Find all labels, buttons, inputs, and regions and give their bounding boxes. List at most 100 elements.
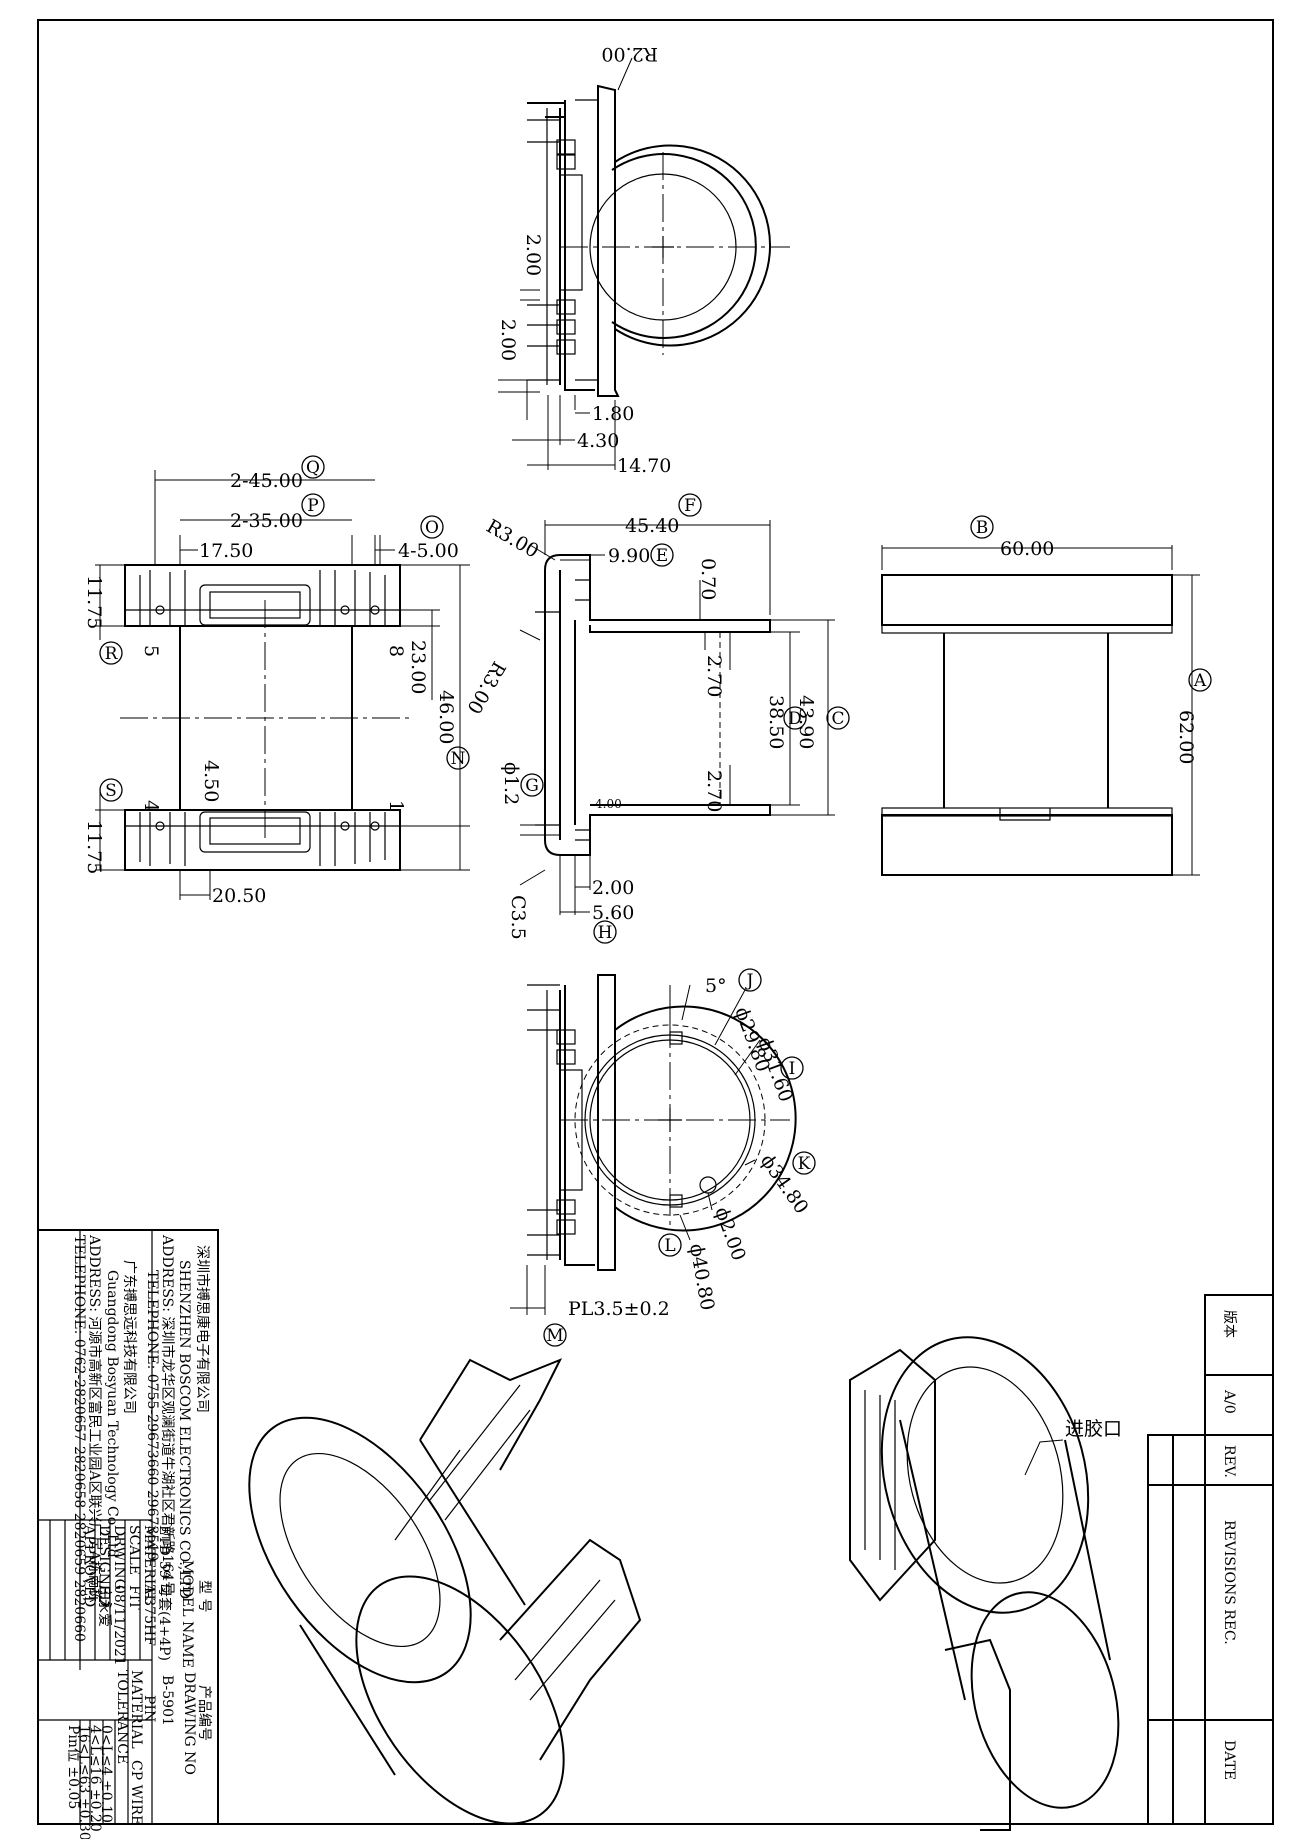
callout-b: B xyxy=(970,515,994,539)
drawing-no-cn: 产品编号 xyxy=(196,1685,212,1741)
isometric-view-left xyxy=(248,1358,642,1825)
drawing-no-en: DRAWING NO xyxy=(181,1672,197,1775)
callout-markers: Q P O R N S F E D C G H B A J I K L M xyxy=(99,455,1212,1347)
dim-r2: R2.00 xyxy=(601,43,658,65)
cross-section-view: 45.40 R3.00 9.90 0.70 R3.00 2.70 2.70 38… xyxy=(462,515,835,940)
dim-2-00-a: 2.00 xyxy=(522,234,544,276)
bottom-end-view: 5° ϕ29.80 ϕ31.60 ϕ34.80 ϕ2.00 ϕ40.80 PL3… xyxy=(510,974,813,1320)
company2-cn: 广东搏思远科技有限公司 xyxy=(121,1260,138,1414)
front-view: 60.00 62.00 xyxy=(881,538,1200,876)
callout-m: M xyxy=(543,1323,567,1347)
designed-label: DESIGNED xyxy=(96,1525,112,1606)
dim-45-40: 45.40 xyxy=(625,515,679,537)
dim-9-90: 9.90 xyxy=(608,545,650,567)
svg-text:A: A xyxy=(1193,671,1207,691)
dim-2-70-b: 2.70 xyxy=(703,770,725,812)
dim-5-deg: 5° xyxy=(705,975,727,997)
top-end-view: R2.00 2.00 2.00 1.80 4.30 14.70 xyxy=(497,43,790,477)
dim-2-70-a: 2.70 xyxy=(703,655,725,697)
svg-text:C: C xyxy=(831,709,844,729)
dim-46-00: 46.00 xyxy=(435,690,457,744)
dim-17-50: 17.50 xyxy=(199,540,253,562)
pin-label-5: 5 xyxy=(140,645,162,657)
company2-en: Guangdong Bosyuan Technology Co.,Ltd xyxy=(104,1270,120,1558)
drwing-value: 08/11/2021 xyxy=(111,1585,127,1666)
svg-text:O: O xyxy=(425,518,439,538)
drawing-no-value: B-5901 xyxy=(159,1675,175,1726)
dim-60-00: 60.00 xyxy=(1000,538,1054,560)
svg-text:D: D xyxy=(788,709,802,729)
dim-14-70: 14.70 xyxy=(617,455,671,477)
revisions-block: 版本 A/0 REV. REVISIONS REC. DATE xyxy=(1147,1294,1274,1825)
dim-2-00-c: 2.00 xyxy=(592,877,634,899)
callout-g: G xyxy=(520,773,544,797)
callout-k: K xyxy=(792,1151,816,1175)
gate-label: 进胶口 xyxy=(1065,1418,1122,1440)
svg-text:K: K xyxy=(798,1154,811,1174)
scale-value: FIT xyxy=(126,1585,142,1610)
callout-o: O xyxy=(420,515,444,539)
company-en: SHENZHEN BOSCOM ELECTRONICS CO.,LTD xyxy=(176,1260,192,1599)
tolerance-row-3: 16<L≤63 ±0.30 xyxy=(76,1725,92,1839)
address-1: ADDRESS: 深圳市龙华区观澜街道牛湖社区君新路164号 xyxy=(159,1234,176,1595)
pin-material-label: MATERIAL xyxy=(128,1670,144,1749)
tolerance-label: TOLERANCE xyxy=(114,1670,130,1764)
dim-23-00: 23.00 xyxy=(407,640,429,694)
callout-p: P xyxy=(301,493,325,517)
revisions-rec-label: REVISIONS REC. xyxy=(1221,1520,1237,1645)
dim-c3-5: C3.5 xyxy=(507,895,529,940)
pin-label-4: 4 xyxy=(140,800,162,812)
callout-q: Q xyxy=(301,455,325,479)
svg-text:F: F xyxy=(684,496,696,516)
dim-4-5: 4-5.00 xyxy=(398,540,459,562)
callout-c: C xyxy=(826,706,850,730)
scale-label: SCALE xyxy=(126,1525,142,1575)
dim-5-60: 5.60 xyxy=(592,902,634,924)
callout-n: N xyxy=(446,746,470,770)
tolerance-row-2: 4<L≤16 ±0.20 xyxy=(87,1725,103,1832)
callout-j: J xyxy=(738,968,762,992)
dim-11-75-a: 11.75 xyxy=(83,575,105,629)
dim-2-45: 2-45.00 xyxy=(230,470,303,492)
callout-i: I xyxy=(780,1056,804,1080)
address-2: ADDRESS: 河源市高新区富民工业园A区联兴厂房A栋南栋 xyxy=(86,1234,103,1603)
dim-4-00: 4.00 xyxy=(595,797,622,811)
svg-text:J: J xyxy=(745,971,754,991)
svg-text:H: H xyxy=(598,923,613,943)
svg-text:G: G xyxy=(525,776,539,796)
telephone-1: TELEPHONE: 0755-29673660 29673519 xyxy=(144,1270,160,1561)
title-block: 深圳市搏思康电子有限公司 SHENZHEN BOSCOM ELECTRONICS… xyxy=(37,1229,219,1841)
telephone-2: TELEPHONE: 0762-2820657 2820658 2820659 … xyxy=(71,1235,87,1642)
date-column: DATE xyxy=(1221,1740,1237,1780)
dim-38-50: 38.50 xyxy=(765,695,787,749)
dim-20-50: 20.50 xyxy=(212,885,266,907)
tolerance-row-4: Pin位 ±0.05 xyxy=(65,1725,81,1809)
designed-value: 庄永爱 xyxy=(96,1585,113,1627)
model-name-cn: 型 号 xyxy=(196,1580,212,1612)
svg-text:L: L xyxy=(664,1236,675,1256)
dim-r3-a: R3.00 xyxy=(483,515,543,562)
model-name-value: ETD-59 母套(4+4P) xyxy=(156,1525,172,1661)
model-name-en: MODEL NAME xyxy=(179,1560,195,1668)
material-label: MATERIAL xyxy=(141,1525,157,1604)
dim-2-00-b: 2.00 xyxy=(497,319,519,361)
pin-label-8: 8 xyxy=(385,645,407,657)
callout-r: R xyxy=(99,641,123,665)
svg-text:E: E xyxy=(656,546,668,566)
svg-text:I: I xyxy=(789,1059,796,1079)
dim-0-70: 0.70 xyxy=(697,558,719,600)
pin-material-value: CP WIRE xyxy=(128,1760,144,1825)
dim-62-00: 62.00 xyxy=(1175,710,1197,764)
pin-label-1: 1 xyxy=(385,800,407,812)
svg-text:R: R xyxy=(105,644,119,664)
company-cn: 深圳市搏思康电子有限公司 xyxy=(194,1245,211,1413)
sheet-frame xyxy=(37,19,1274,1825)
callout-f: F xyxy=(678,493,702,517)
dim-4-50: 4.50 xyxy=(200,760,222,802)
svg-text:M: M xyxy=(546,1326,563,1346)
material-value: T-375HF xyxy=(141,1585,157,1646)
dim-r3-b: R3.00 xyxy=(462,658,509,718)
callout-l: L xyxy=(658,1233,682,1257)
